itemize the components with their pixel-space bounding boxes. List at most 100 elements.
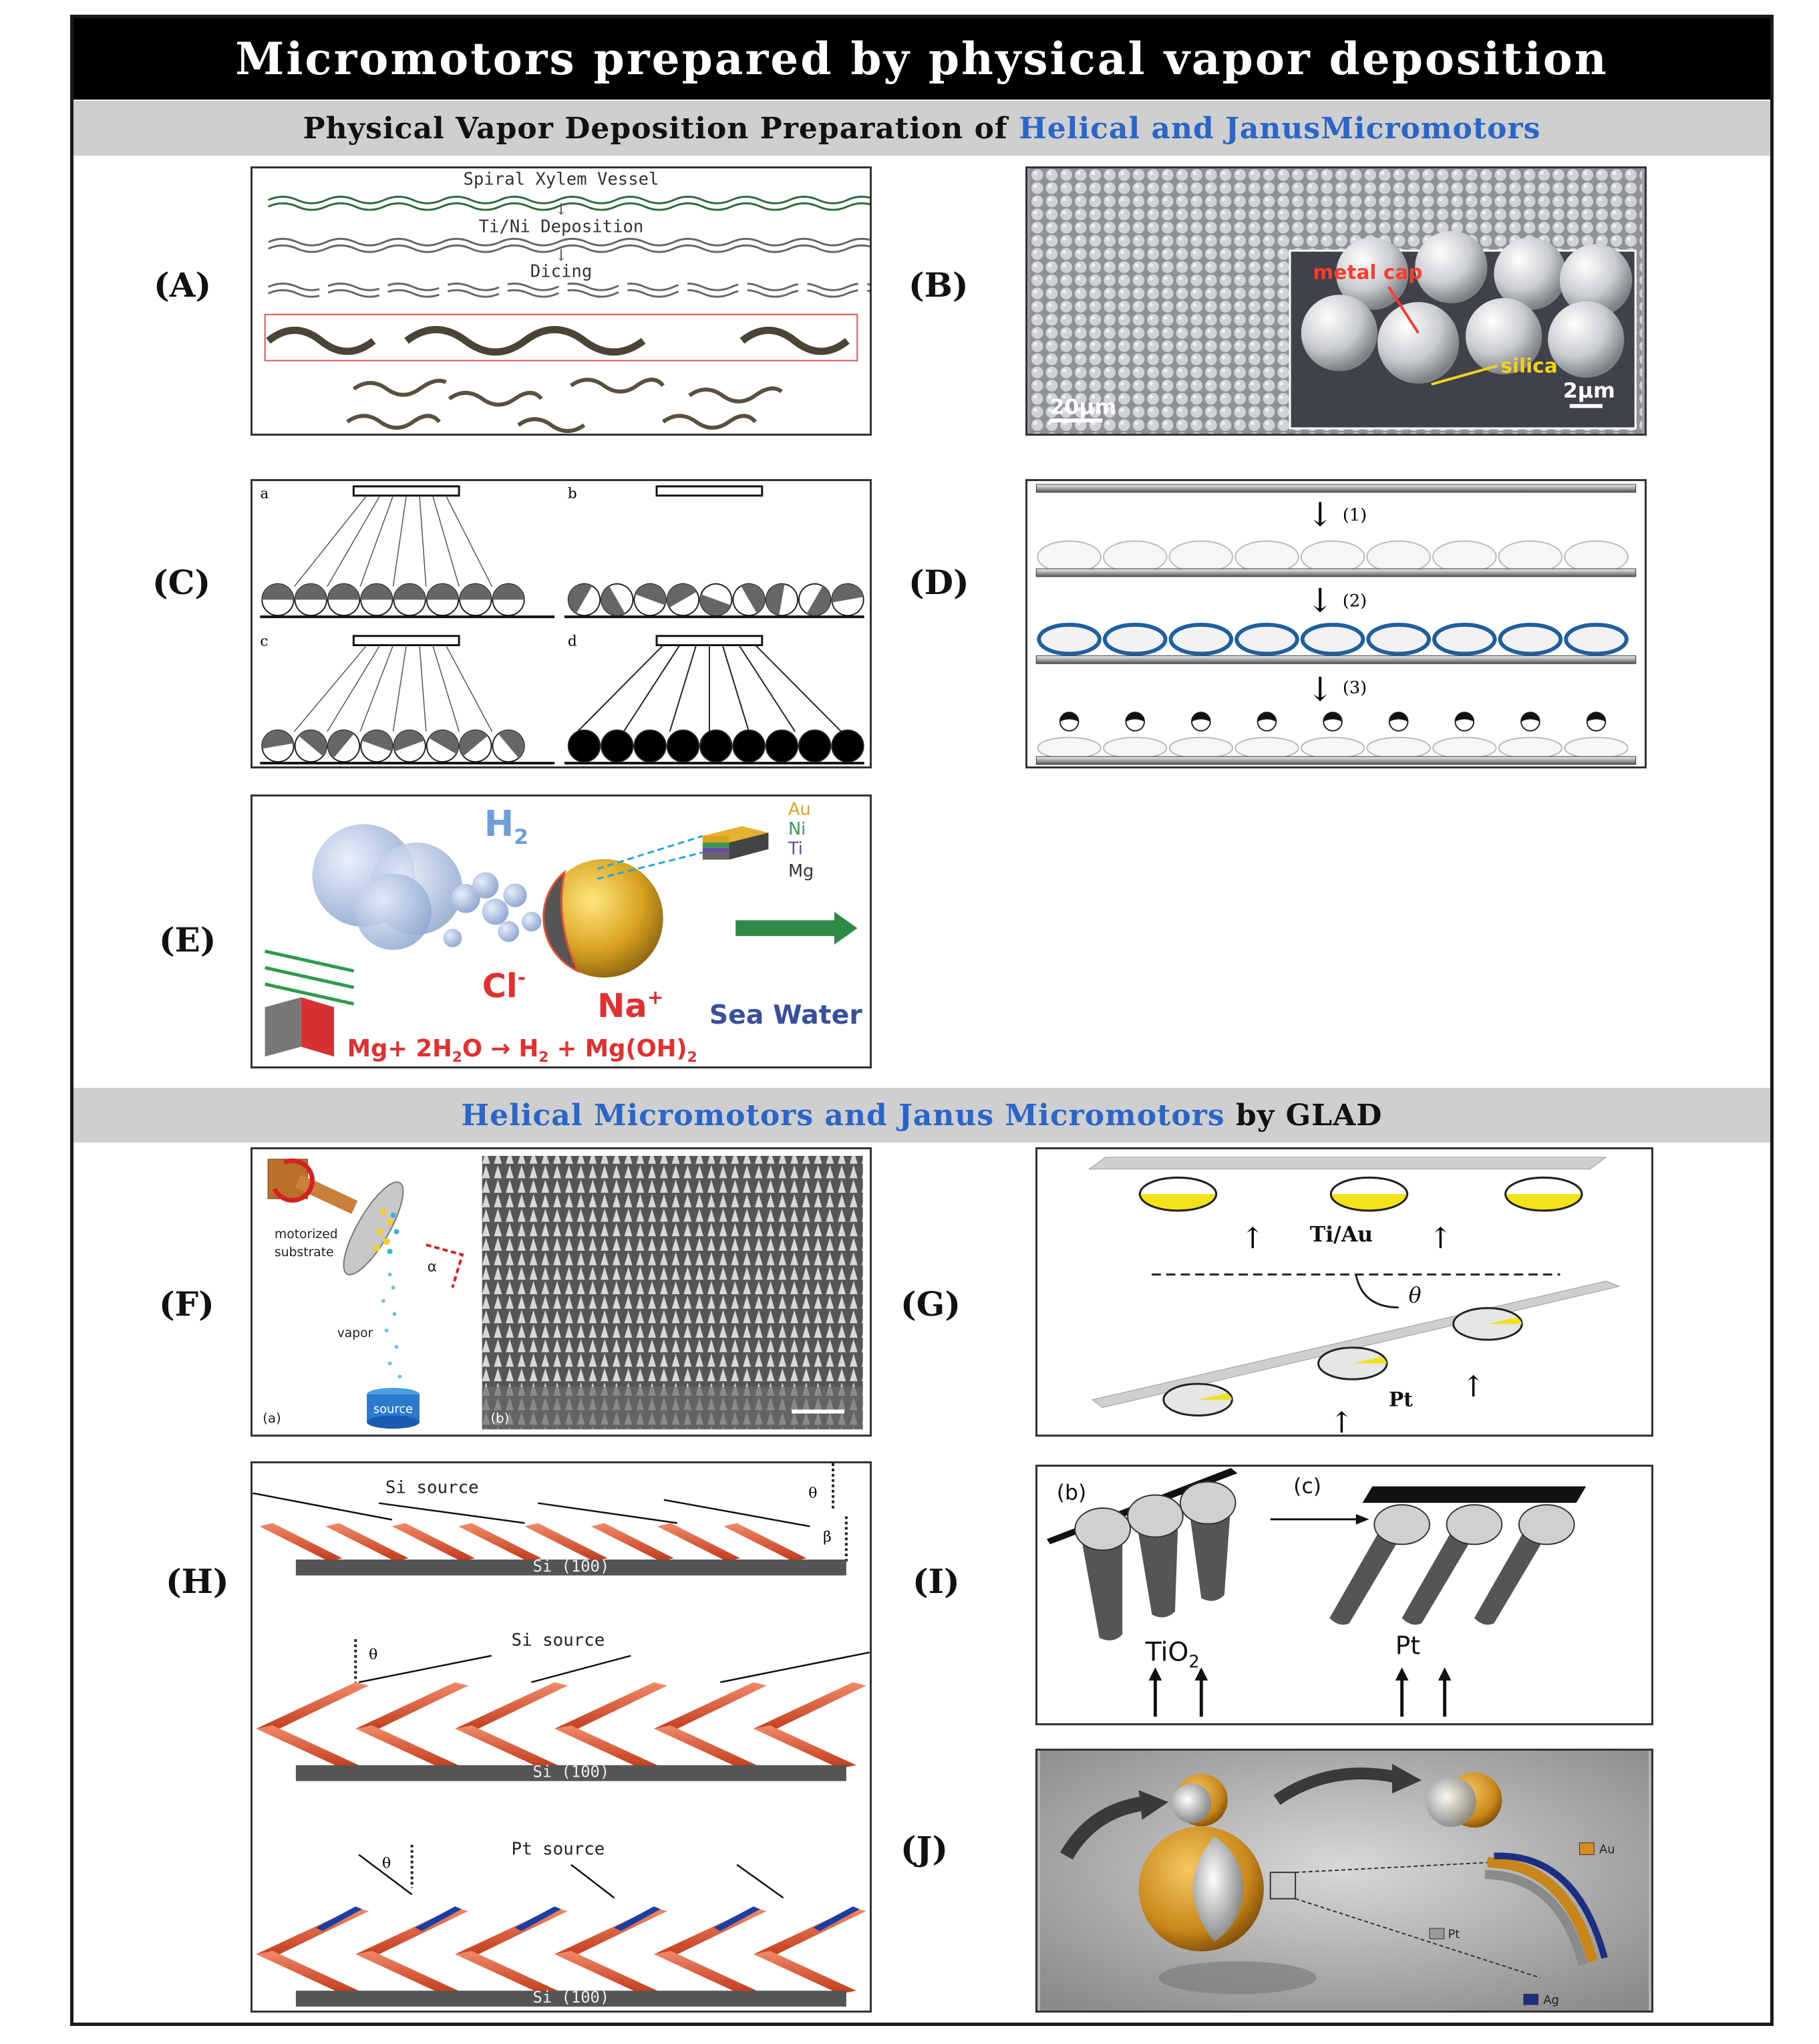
panel-F-graphic: motorized substrate α vapor source (a) (… <box>263 1155 863 1430</box>
label-na-ion: Na+ <box>597 986 663 1025</box>
silica-sphere <box>1466 298 1542 375</box>
h2-bubble <box>482 898 509 925</box>
label-sea-water: Sea Water <box>709 1000 863 1030</box>
panel-A-step3: Dicing <box>530 262 593 282</box>
h2-bubble <box>443 929 462 947</box>
zoom-box <box>264 313 858 361</box>
figure-frame: Micromotors prepared by physical vapor d… <box>70 15 1774 2026</box>
panel-D-graphic: ↓ (1) ↓ (2) ↓ (3) <box>1035 484 1637 765</box>
figure-title: Micromotors prepared by physical vapor d… <box>73 18 1770 100</box>
h2-bubble <box>451 884 480 913</box>
particle-row-b <box>562 577 867 622</box>
legend-pt-swatch <box>1429 1928 1445 1940</box>
micromotor-piece <box>448 390 543 407</box>
label-alpha: α <box>428 1258 437 1275</box>
arrow-up-icon: ↑ <box>1428 1222 1452 1256</box>
panel-J: Au Pt Ag <box>1035 1749 1653 2013</box>
arrow-head-icon <box>1138 1790 1169 1820</box>
mg-core-exposed <box>542 869 580 974</box>
h2-bubble <box>355 873 432 950</box>
step-1: (1) <box>1343 505 1367 525</box>
silver-core <box>1426 1777 1476 1828</box>
arrow-up-icon: ↑ <box>1462 1370 1486 1404</box>
vapor-flux <box>381 1272 402 1392</box>
substrate-plate <box>1035 655 1637 664</box>
particle-row-d <box>567 729 864 763</box>
direction-arrow-icon <box>735 911 858 945</box>
label-pt: Pt <box>1389 1388 1413 1411</box>
zigzag-nanorods-coated <box>256 1908 866 1995</box>
label-si-source-2: Si source <box>512 1630 605 1650</box>
helix-segment-1 <box>266 326 376 355</box>
label-source: source <box>373 1403 413 1416</box>
panel-H-graphic: Si source θ β Si (100) θ Si source <box>253 1463 870 2007</box>
label-B: (B) <box>908 265 969 305</box>
flux-arrows <box>1153 1677 1447 1717</box>
janus-particles-tilted <box>1162 1307 1523 1417</box>
sub-label-b: (b) <box>1057 1481 1087 1505</box>
sphere-row-1 <box>1037 540 1629 574</box>
micromotor-piece <box>346 414 442 430</box>
panel-C-sub-c: c <box>260 633 268 650</box>
zoom-line <box>597 835 703 870</box>
shadow <box>1158 1961 1317 1995</box>
panel-C-graphic: a b c d <box>259 485 867 766</box>
legend-ag: Ag <box>1543 1994 1558 2007</box>
legend-pt: Pt <box>1448 1928 1460 1942</box>
scale-bar-main-label: 20μm <box>1049 395 1116 419</box>
layer-ag-band <box>1494 1852 1608 1959</box>
janus-particles-top <box>1138 1176 1583 1212</box>
panel-E-graphic: H2 Au Ni Ti Mg <box>265 800 863 1066</box>
label-si100-2: Si (100) <box>533 1763 610 1781</box>
silica-sphere <box>1559 244 1633 317</box>
zigzag-nanorods <box>256 1682 866 1769</box>
silica-sphere <box>1548 301 1625 378</box>
janus-particle-row <box>1059 712 1607 732</box>
zoom-line <box>1295 1862 1488 1874</box>
layer-ti: Ti <box>788 839 803 859</box>
panel-G-graphic: ↑ ↑ Ti/Au θ ↑ ↑ Pt <box>1088 1157 1621 1435</box>
panel-C-sub-b: b <box>568 486 577 502</box>
si-substrate-2 <box>295 1765 846 1781</box>
step-3: (3) <box>1343 678 1367 698</box>
section-header-glad: Helical Micromotors and Janus Micromotor… <box>73 1088 1770 1143</box>
rotation-arrow-icon <box>272 1158 315 1203</box>
panel-I: (b) (c) <box>1035 1465 1653 1725</box>
silica-sphere <box>1494 237 1566 310</box>
arrow-down-icon: ↓ <box>554 246 568 265</box>
label-pt: Pt <box>1395 1631 1420 1660</box>
micromotor-piece <box>688 386 783 404</box>
source-bar <box>655 485 764 497</box>
zoom-line <box>1295 1898 1540 1979</box>
deposited-line-1 <box>268 237 870 247</box>
label-si100-3: Si (100) <box>533 1988 610 2007</box>
panel-C-sub-d: d <box>568 633 577 650</box>
arrow-up-icon: ↑ <box>1329 1407 1353 1435</box>
section-header-glad-accent: Helical Micromotors and Janus Micromotor… <box>461 1098 1225 1133</box>
particle-row-c <box>259 723 532 766</box>
substrate-plate <box>1035 756 1637 765</box>
label-vapor: vapor <box>337 1326 373 1340</box>
magnetic-field-arrows <box>265 950 355 1006</box>
arrow-head-icon <box>1391 1763 1422 1794</box>
helix-segment-3 <box>739 326 850 355</box>
h2-bubble <box>521 911 542 931</box>
arrow-metal-cap <box>1387 286 1420 334</box>
xylem-line-1 <box>268 195 870 204</box>
substrate-top <box>1088 1157 1608 1170</box>
panel-A-step2: Ti/Ni Deposition <box>479 217 644 237</box>
layer-au: Au <box>788 800 811 820</box>
label-cl-ion: Cl- <box>482 966 526 1006</box>
arrow-silica <box>1431 364 1498 386</box>
source-bar <box>655 635 764 647</box>
process-arrow <box>1060 1796 1147 1860</box>
panel-B-graphic: metal cap silica 20μm 2μm <box>1029 168 1643 434</box>
panel-E: H2 Au Ni Ti Mg <box>251 794 872 1068</box>
magnet-icon <box>265 997 335 1057</box>
label-I: (I) <box>913 1562 960 1601</box>
layer-pt-band <box>1484 1870 1588 1966</box>
section-header-pvd: Physical Vapor Deposition Preparation of… <box>73 101 1770 156</box>
label-J: (J) <box>900 1829 948 1868</box>
label-D: (D) <box>908 563 969 602</box>
source-bar <box>352 635 460 647</box>
